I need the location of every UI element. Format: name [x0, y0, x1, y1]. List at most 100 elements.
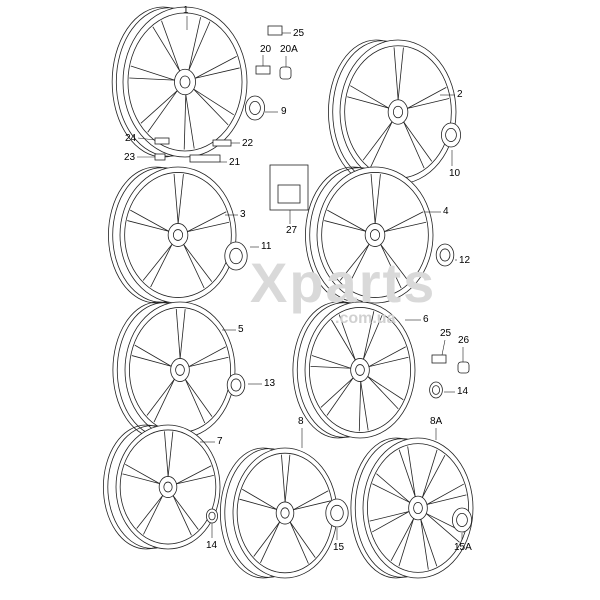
label-part-11[interactable]: 11 [261, 241, 272, 252]
wheel-8A-spoke [426, 483, 464, 505]
label-part-25b[interactable]: 25 [440, 328, 452, 339]
wheel-1-hub-center [179, 75, 191, 89]
label-part-9[interactable]: 9 [281, 106, 287, 117]
wheel-2-hub-center [392, 105, 404, 119]
wheel-8A-spoke [376, 473, 410, 503]
wheel-4-spoke [324, 220, 366, 232]
label-part-13[interactable]: 13 [264, 378, 276, 389]
label-part-24[interactable]: 24 [125, 133, 137, 144]
wheel-1-spoke [130, 65, 175, 81]
valve-24 [154, 137, 170, 145]
leader-line [441, 339, 446, 356]
wheel-1-spoke [152, 26, 181, 72]
wheel-1-hub [174, 68, 196, 96]
wheel-1-spoke [193, 88, 229, 126]
label-part-14[interactable]: 14 [457, 386, 469, 397]
wheel-4-spoke [384, 211, 424, 232]
wheel-6-spoke [363, 311, 375, 360]
wheel-3-spoke [183, 244, 205, 289]
wheel-6-spoke [358, 381, 362, 432]
wheel-8-spoke [239, 498, 277, 510]
label-wheel-2[interactable]: 2 [457, 89, 463, 100]
wheel-8-spoke [293, 500, 331, 511]
label-part-15A[interactable]: 15A [454, 542, 472, 553]
wheel-6-rim-inner [308, 307, 411, 433]
wheel-8A-spoke [421, 449, 438, 498]
label-part-20[interactable]: 20 [260, 44, 272, 55]
wheel-1-spoke [188, 21, 211, 71]
wheel-5-hub [170, 358, 190, 382]
valve-23 [154, 153, 166, 161]
wheel-8A-spoke [390, 518, 414, 562]
label-part-25[interactable]: 25 [293, 28, 305, 39]
wheel-2-spoke [407, 98, 450, 109]
wheel-7-spoke [167, 431, 174, 477]
wheel-8A-hub-center [413, 501, 423, 514]
label-part-21[interactable]: 21 [229, 157, 241, 168]
wheel-1-spoke [185, 94, 195, 149]
label-wheel-6[interactable]: 6 [423, 314, 429, 325]
wheel-6-spoke [367, 376, 399, 410]
wheel-3-spoke [177, 174, 184, 224]
label-part-10[interactable]: 10 [449, 168, 461, 179]
wheel-7-spoke [136, 495, 164, 529]
valve-21 [189, 154, 221, 163]
wheel-4-spoke [339, 244, 370, 281]
wheel-3-hub [167, 223, 189, 247]
wheel-3-rim-inner [124, 172, 232, 298]
hub-cap-9 [244, 95, 265, 121]
wheel-4-hub-center [369, 229, 381, 241]
wheel-4-spoke [327, 209, 366, 232]
label-part-26[interactable]: 26 [458, 335, 470, 346]
wheel-2-spoke [403, 121, 425, 169]
wheel-6-spoke [310, 366, 351, 369]
wheel-8A-spoke [426, 494, 467, 505]
wheel-2-spoke [347, 96, 389, 109]
wheel-8A-spoke [420, 519, 438, 567]
hub-cap-12 [435, 243, 455, 267]
label-part-15[interactable]: 15 [333, 542, 345, 553]
bolt-set-box-27-window [277, 184, 301, 204]
wheel-6-spoke [311, 355, 351, 369]
wheel-1-spoke [147, 90, 178, 133]
wheel-7-spoke [172, 495, 199, 530]
wheel-7-spoke [143, 495, 164, 535]
wheel-7-spoke [176, 474, 214, 485]
cap-20A [279, 66, 292, 80]
label-wheel-8A[interactable]: 8A [430, 416, 443, 427]
label-part-27[interactable]: 27 [286, 225, 298, 236]
wheel-3-hub-center [172, 229, 184, 241]
label-wheel-7[interactable]: 7 [217, 436, 223, 447]
wheel-7-spoke [122, 473, 160, 484]
wheel-8A-rim-inner [366, 443, 469, 573]
label-wheel-8[interactable]: 8 [298, 416, 304, 427]
wheel-7-hub-center [163, 481, 173, 493]
hub-cap-13-logo [230, 378, 242, 392]
wheel-6-hub [350, 358, 370, 382]
wheel-2-spoke [350, 85, 389, 109]
label-part-14b[interactable]: 14 [206, 540, 218, 551]
label-part-23[interactable]: 23 [124, 152, 136, 163]
wheel-8A-spoke [407, 446, 416, 497]
wheel-8A-spoke [420, 519, 429, 570]
wheel-1-spoke [140, 90, 178, 124]
wheel-1-rim-inner [127, 12, 243, 152]
label-wheel-5[interactable]: 5 [238, 324, 244, 335]
wheel-6-spoke [338, 314, 356, 361]
wheel-2-spoke [397, 47, 404, 100]
label-wheel-4[interactable]: 4 [443, 206, 449, 217]
label-wheel-3[interactable]: 3 [240, 209, 246, 220]
wheel-8-spoke [289, 521, 316, 558]
hub-cap-15-logo [330, 504, 344, 522]
label-part-20A[interactable]: 20A [280, 44, 298, 55]
label-part-12[interactable]: 12 [459, 255, 471, 266]
wheel-8A-hub [408, 495, 428, 521]
hub-cap-15A [451, 507, 472, 533]
label-wheel-1[interactable]: 1 [183, 5, 189, 16]
wheel-8A-spoke [398, 518, 415, 567]
wheel-4-rim-inner [321, 172, 429, 298]
label-part-22[interactable]: 22 [242, 138, 254, 149]
bolt-set-box-27 [269, 164, 309, 211]
wheel-4-spoke [347, 244, 370, 288]
wheel-8-hub-center [280, 507, 290, 519]
